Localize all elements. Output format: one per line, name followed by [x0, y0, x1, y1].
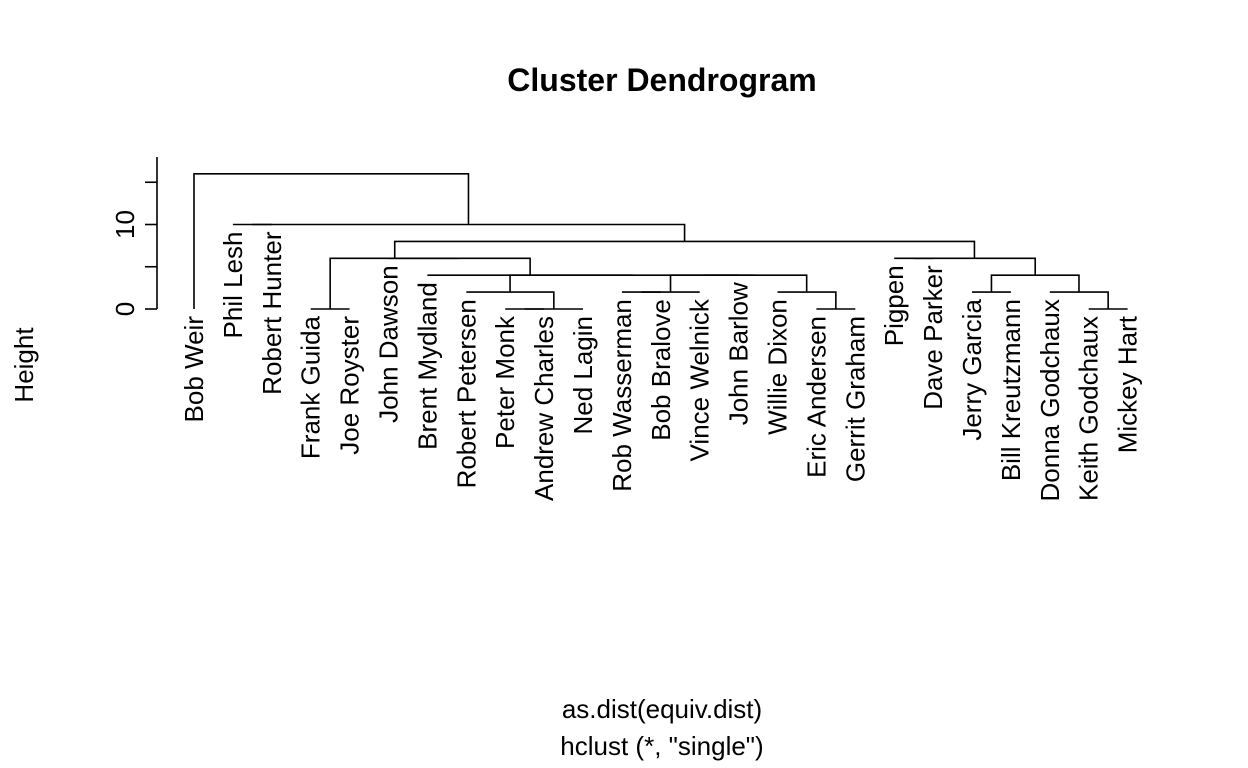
merge-bracket: [388, 257, 531, 276]
leaf-label: Robert Hunter: [257, 231, 287, 395]
merge-bracket: [193, 173, 470, 309]
merge-bracket: [509, 274, 756, 293]
leaf-label: Joe Royster: [335, 316, 365, 455]
y-axis: 0 10: [110, 157, 158, 316]
leaf-label: Bill Kreutzmann: [996, 299, 1026, 481]
y-tick-label: 10: [110, 210, 140, 239]
leaf-label: Phil Lesh: [218, 232, 248, 339]
leaf-label: John Barlow: [724, 282, 754, 425]
leaf-label: Donna Godchaux: [1035, 299, 1065, 501]
merge-bracket: [990, 274, 1080, 293]
chart-title: Cluster Dendrogram: [507, 62, 816, 98]
leaf-label: Peter Monk: [490, 315, 520, 449]
leaf-label: Andrew Charles: [529, 316, 559, 501]
leaf-label: Gerrit Graham: [840, 316, 870, 482]
merge-bracket: [466, 291, 555, 309]
leaf-label: Brent Mydland: [412, 282, 442, 450]
merge-bracket: [252, 223, 686, 242]
merge-bracket: [704, 274, 808, 293]
merge-bracket: [777, 291, 837, 309]
method-sublabel: hclust (*, "single"): [560, 731, 763, 761]
x-axis-label: as.dist(equiv.dist): [562, 694, 762, 724]
leaf-label: Robert Petersen: [451, 299, 481, 488]
leaf-label: Frank Guida: [296, 315, 326, 459]
y-tick-label: 0: [110, 302, 140, 316]
merge-bracket: [393, 240, 976, 259]
leaf-label: Eric Andersen: [801, 316, 831, 478]
leaf-label: Jerry Garcia: [957, 299, 987, 441]
leaf-label: Bob Weir: [179, 316, 209, 423]
leaf-label: Keith Godchaux: [1074, 316, 1104, 501]
leaf-label: Dave Parker: [918, 265, 948, 410]
dendrogram-tree: [193, 173, 1128, 310]
leaf-label: Vince Welnick: [685, 298, 715, 461]
leaf-label: John Dawson: [374, 265, 404, 423]
y-axis-label: Height: [9, 327, 39, 403]
leaf-label: Bob Bralove: [646, 299, 676, 441]
merge-bracket: [913, 257, 1037, 276]
leaf-label: Rob Wasserman: [607, 299, 637, 492]
merge-bracket: [1049, 291, 1109, 309]
merge-bracket: [329, 257, 460, 309]
leaf-label: Ned Lagin: [568, 316, 598, 435]
leaf-label: Willie Dixon: [763, 299, 793, 435]
leaf-label: Pigpen: [879, 265, 909, 346]
leaf-label: Mickey Hart: [1113, 315, 1143, 453]
